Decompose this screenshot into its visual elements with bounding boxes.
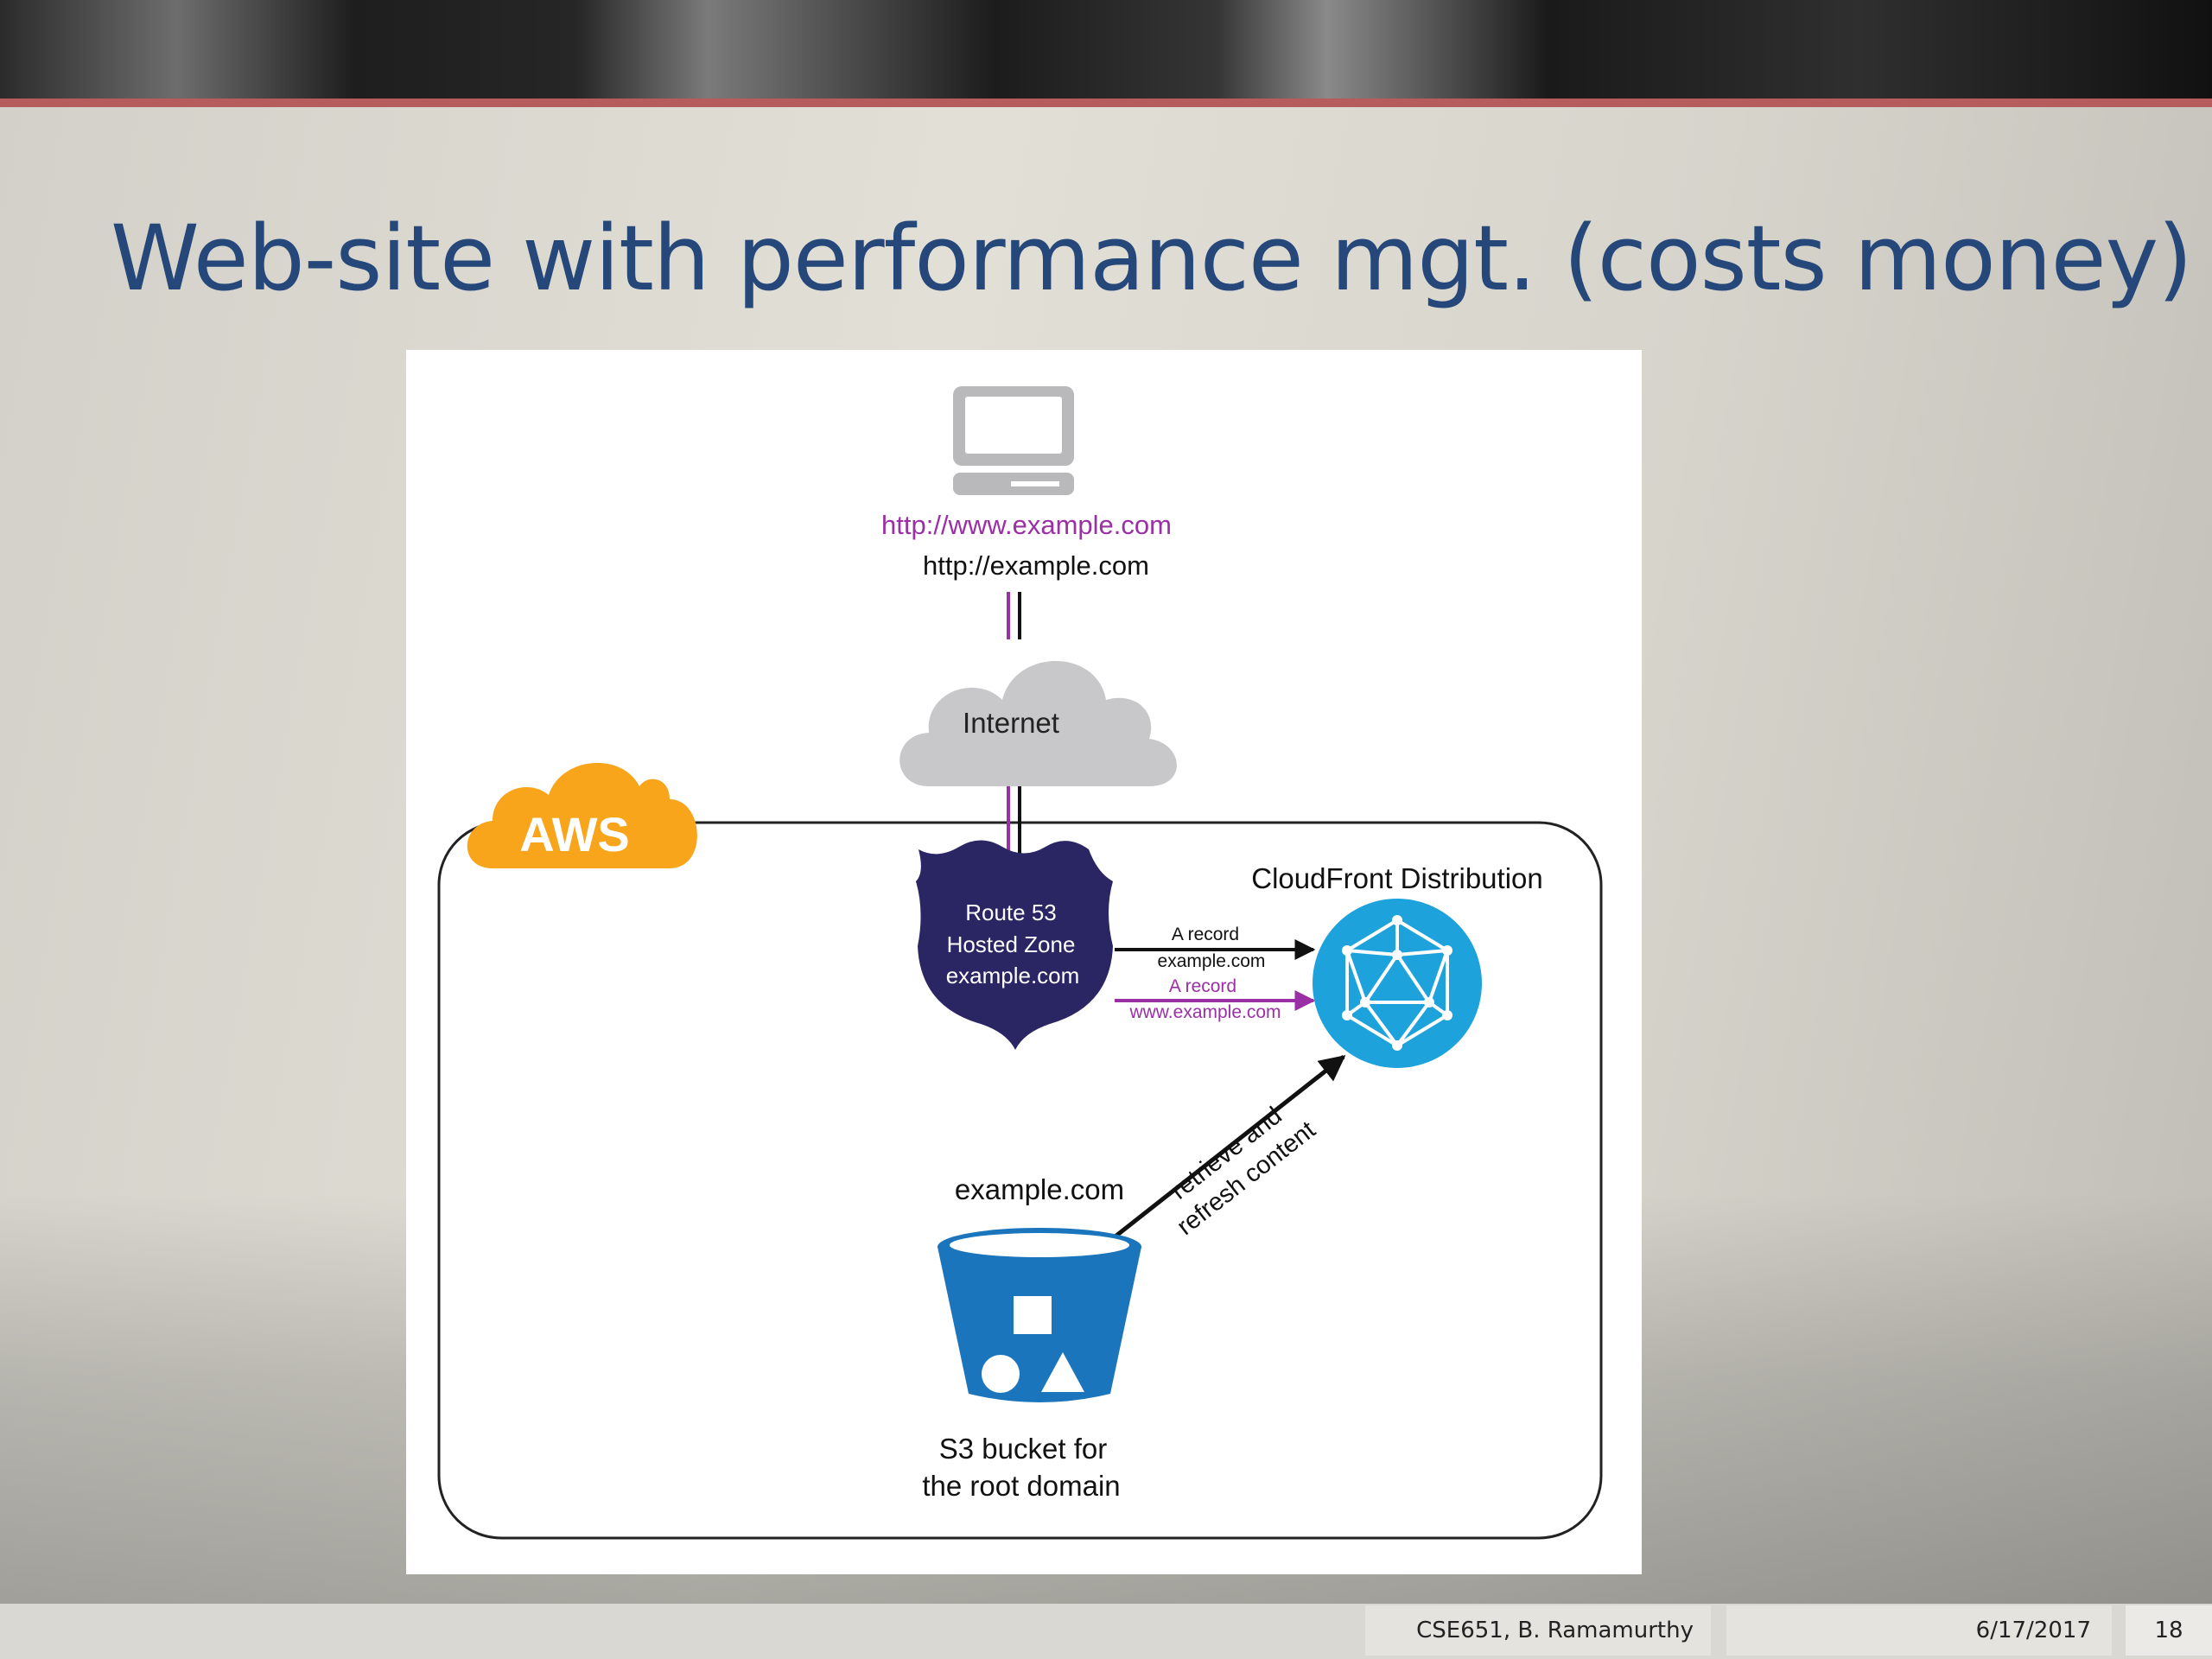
aws-logo-cloud [467,762,697,868]
route53-line-1: Route 53 [965,899,1057,925]
cloudfront-globe-icon [1313,899,1482,1068]
aws-label: AWS [519,807,630,861]
footer-author: CSE651, B. Ramamurthy [1365,1605,1711,1656]
footer-date: 6/17/2017 [1726,1605,2112,1656]
header-accent-line [0,99,2212,107]
route53-shield-icon [916,840,1113,1050]
retrieve-arrow [1078,1055,1346,1266]
architecture-diagram: http://www.example.com http://example.co… [406,350,1642,1574]
a-record-www-label-1: A record [1169,976,1236,996]
a-record-root-label-1: A record [1172,925,1239,944]
s3-bucket-icon [938,1228,1141,1402]
footer-page-number: 18 [2126,1605,2212,1656]
slide-title: Web-site with performance mgt. (costs mo… [111,206,2193,311]
client-url-www: http://www.example.com [881,510,1172,540]
client-url-root: http://example.com [923,550,1149,581]
internet-label: Internet [963,707,1059,739]
bucket-name-label: example.com [955,1173,1124,1205]
route53-line-2: Hosted Zone [947,931,1076,957]
header-banner-image [0,0,2212,99]
client-connection-lines [1007,592,1021,855]
cloudfront-label: CloudFront Distribution [1251,862,1542,894]
internet-cloud-icon [899,661,1177,786]
bucket-caption-1: S3 bucket for [939,1433,1107,1465]
a-record-root-label-2: example.com [1158,951,1266,971]
a-record-www-label-2: www.example.com [1128,1002,1281,1022]
computer-icon [953,386,1074,495]
route53-line-3: example.com [946,963,1080,988]
bucket-caption-2: the root domain [922,1470,1120,1502]
